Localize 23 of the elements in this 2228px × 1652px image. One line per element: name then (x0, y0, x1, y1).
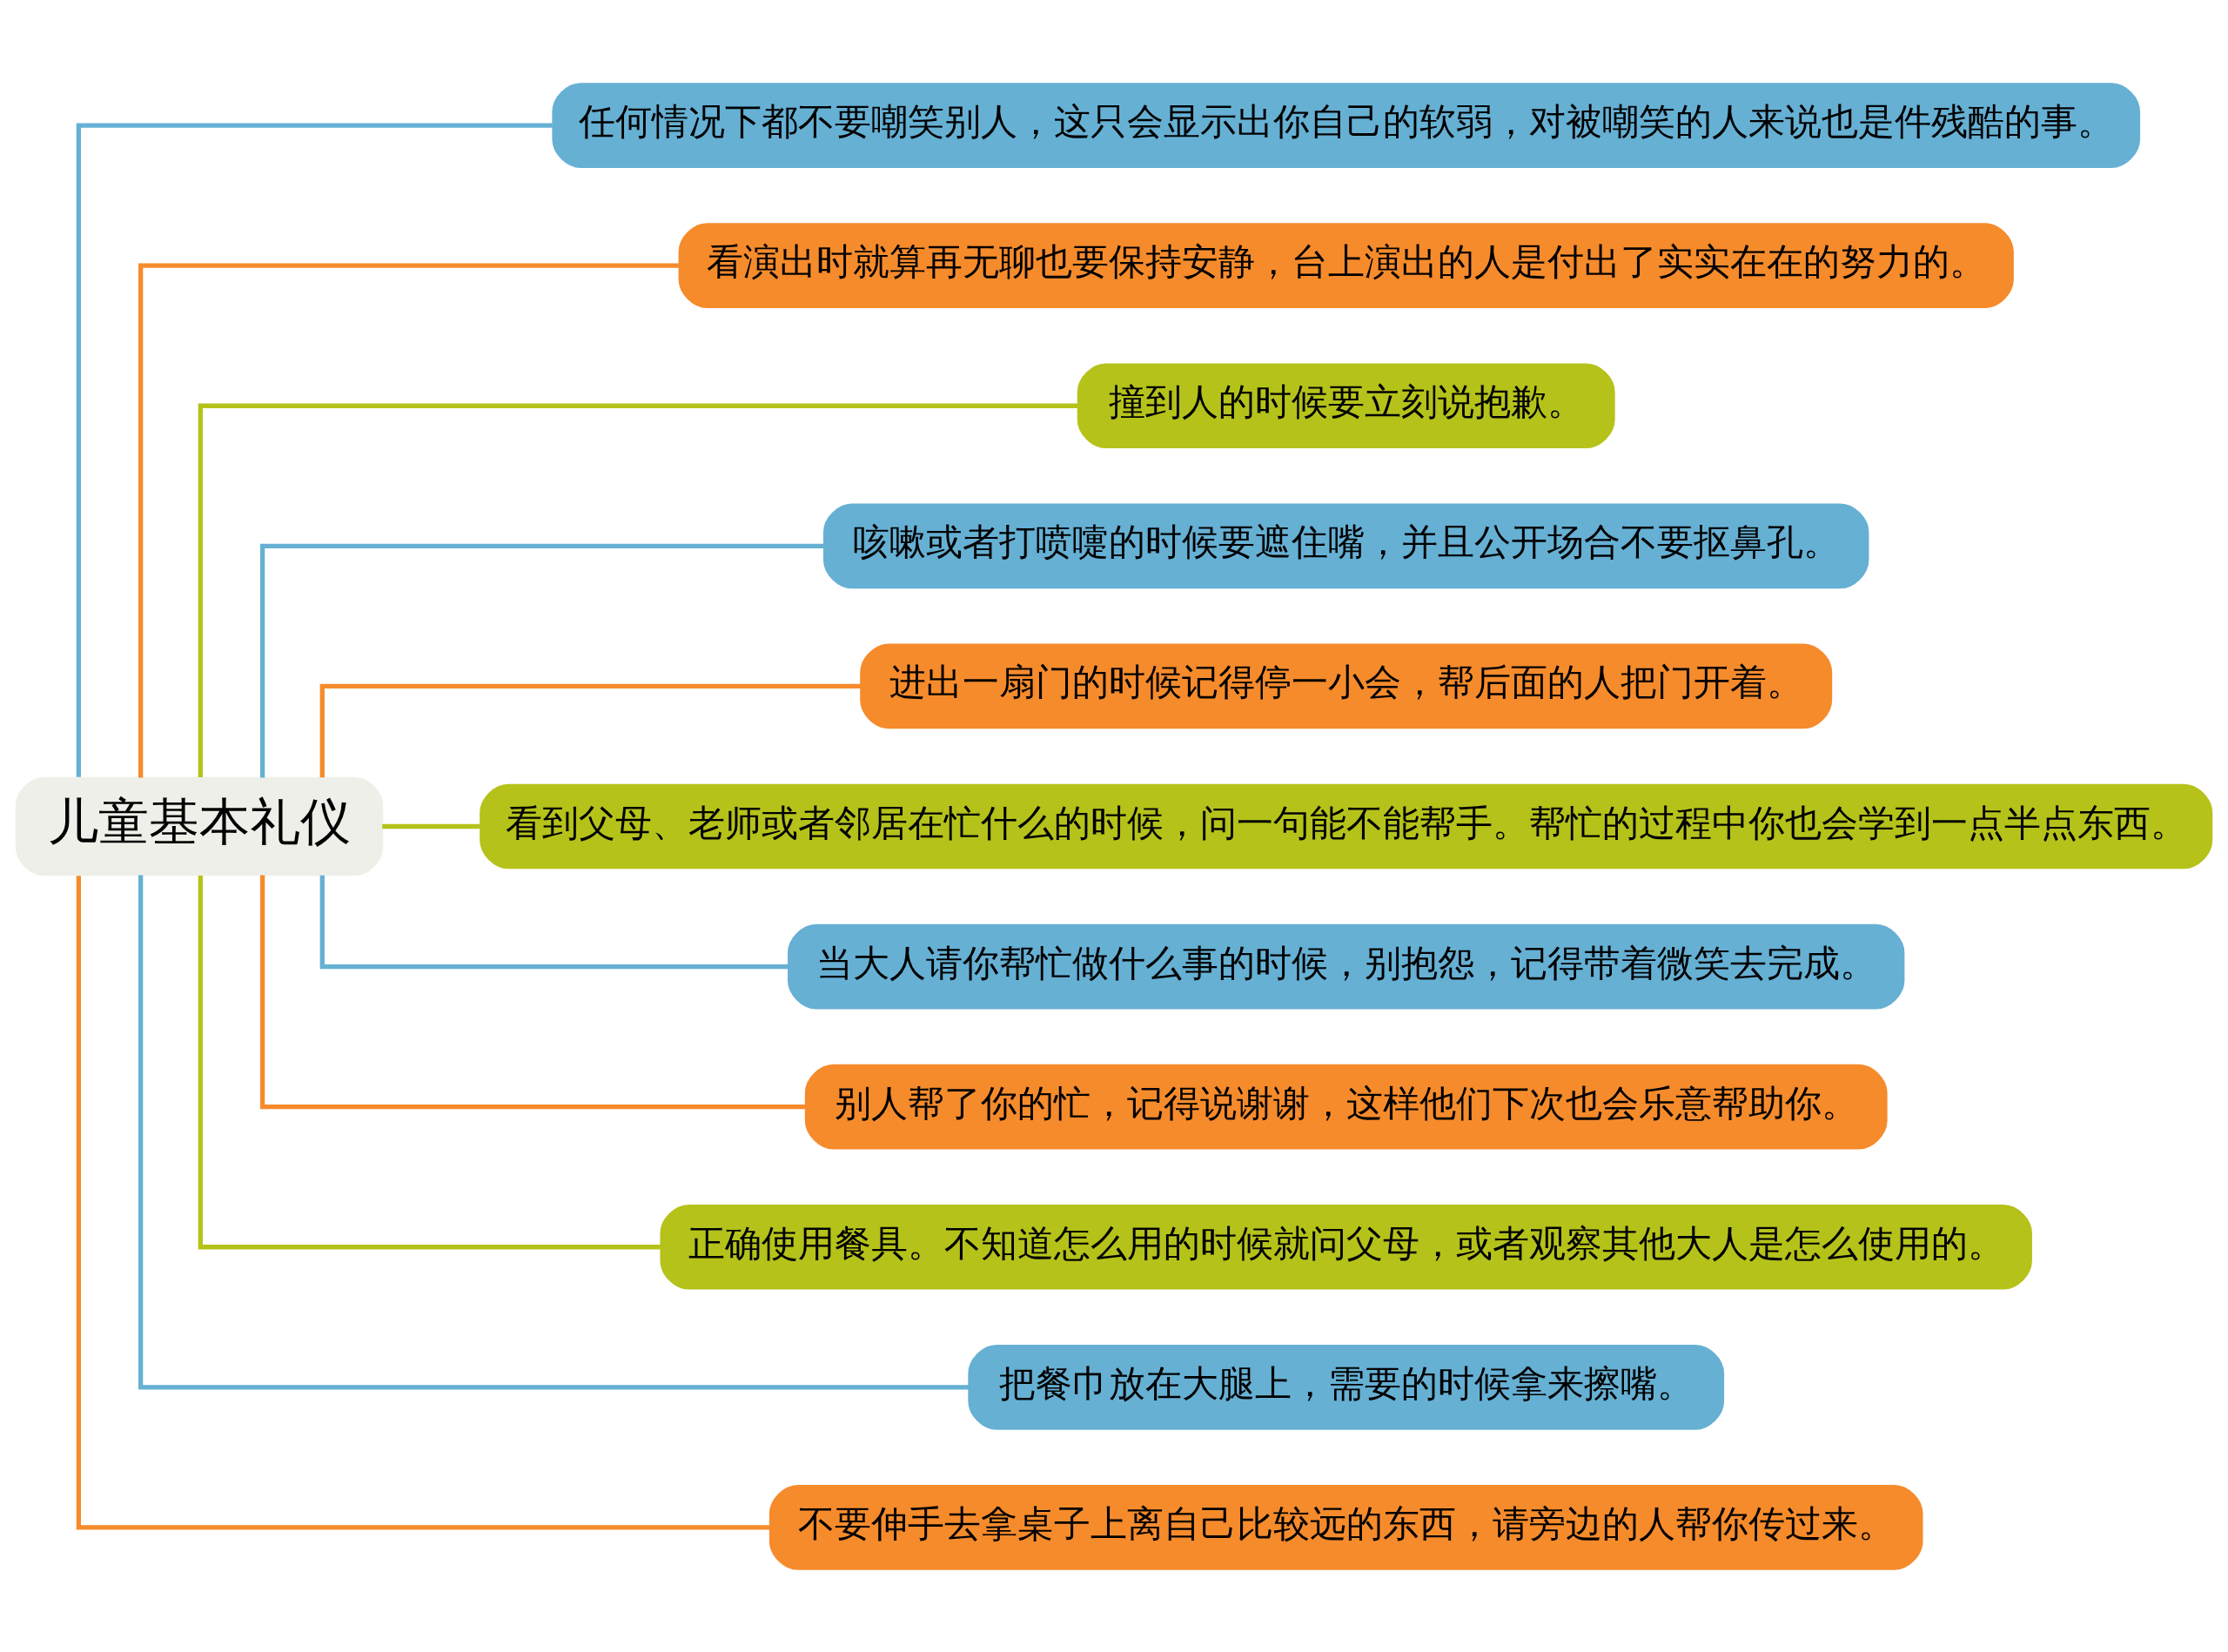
node-box: 看演出时就算再无聊也要保持安静，台上演出的人是付出了实实在在的努力的。 (678, 222, 2014, 308)
connector (76, 122, 553, 777)
node-box: 别人帮了你的忙，记得说谢谢，这样他们下次也会乐意帮助你。 (804, 1064, 1888, 1149)
connector (198, 403, 1078, 777)
connector (382, 823, 480, 829)
connector (76, 875, 770, 1530)
node-box: 撞到人的时候要立刻说抱歉。 (1077, 362, 1615, 448)
connector (319, 875, 789, 969)
connector (319, 683, 862, 777)
node-box: 当大人请你帮忙做什么事的时候，别抱怨，记得带着微笑去完成。 (788, 923, 1905, 1009)
node-box: 看到父母、老师或者邻居在忙什么的时候，问一句能不能帮手。帮忙的过程中你也会学到一点半点东西。 (480, 783, 2213, 869)
node-box: 咳嗽或者打喷嚏的时候要遮住嘴，并且公开场合不要抠鼻孔。 (822, 503, 1869, 588)
connector (138, 263, 680, 777)
node-box: 任何情况下都不要嘲笑别人，这只会显示出你自己的软弱，对被嘲笑的人来说也是件残酷的事。 (552, 82, 2141, 168)
node-box: 不要伸手去拿桌子上离自己比较远的东西，请旁边的人帮你传过来。 (768, 1484, 1923, 1570)
node-box: 儿童基本礼仪 (15, 776, 384, 876)
connector (260, 875, 806, 1109)
connector (138, 875, 970, 1389)
connector (260, 543, 824, 777)
node-box: 正确使用餐具。不知道怎么用的时候就问父母，或者观察其他大人是怎么使用的。 (660, 1204, 2032, 1290)
node-box: 进出一扇门的时候记得停一小会，帮后面的人把门开着。 (860, 643, 1833, 729)
connector (198, 875, 661, 1249)
node-box: 把餐巾放在大腿上，需要的时候拿来擦嘴。 (968, 1344, 1725, 1430)
